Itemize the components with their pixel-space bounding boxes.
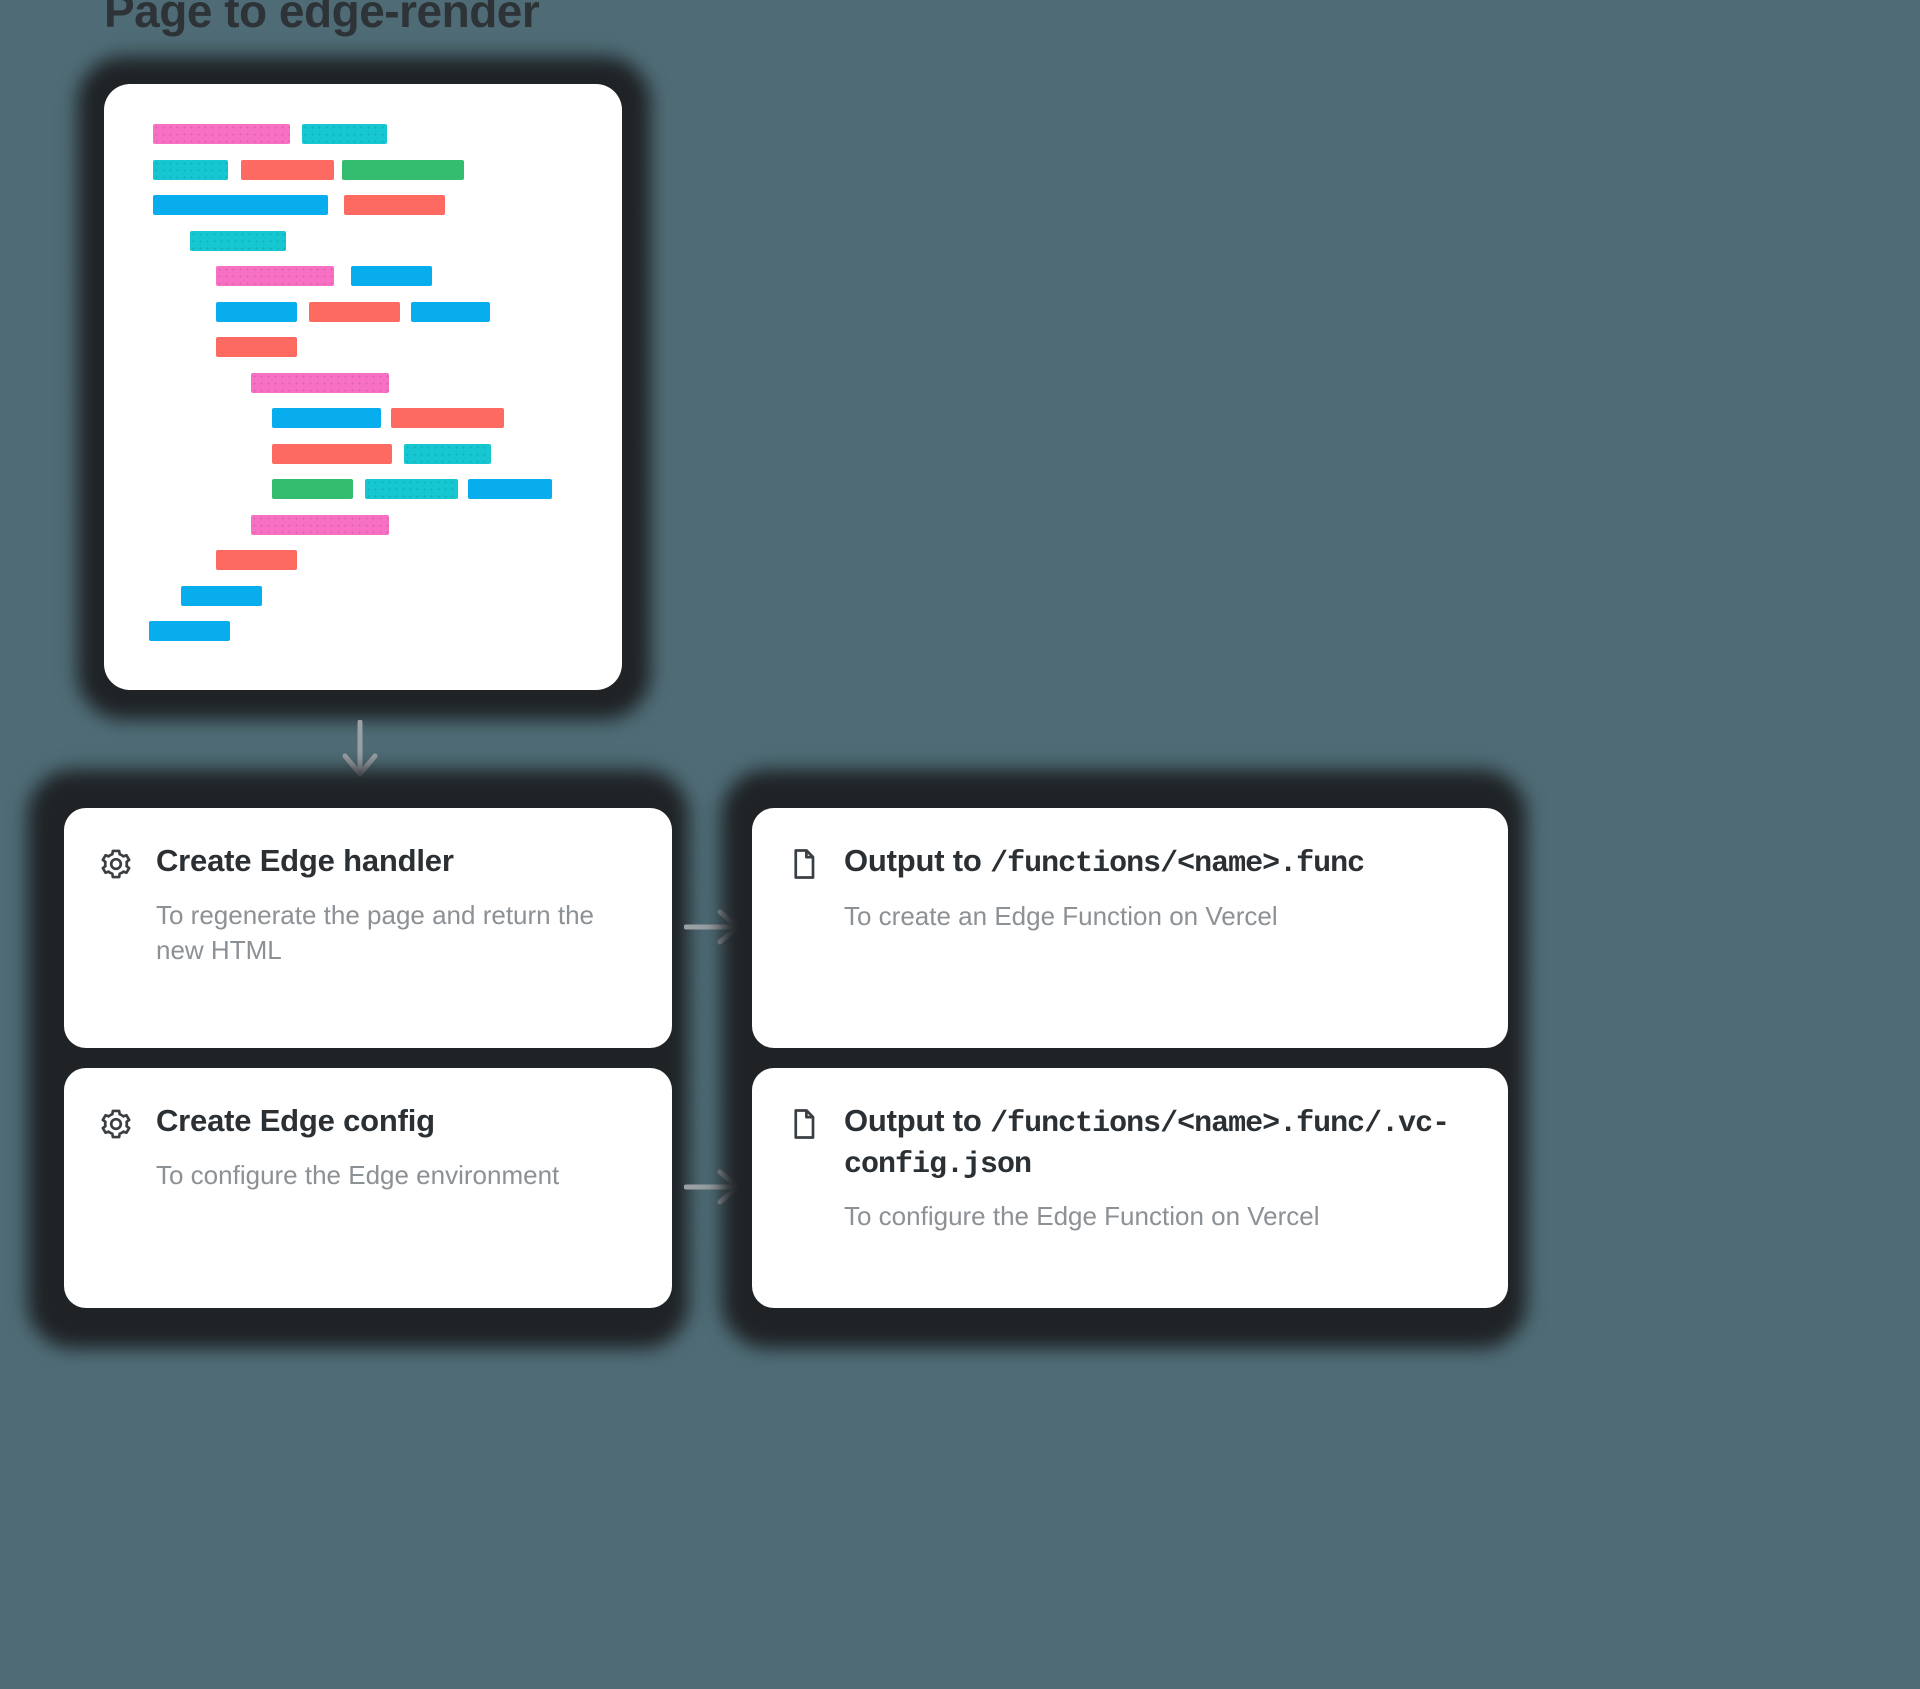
- card-title-prefix: Output to: [844, 1103, 991, 1138]
- code-token: [309, 301, 400, 322]
- code-token: [272, 408, 381, 428]
- code-token: [153, 159, 228, 180]
- code-token: [251, 372, 389, 393]
- code-token: [181, 585, 262, 606]
- card-title-path: /functions/<name>.func: [990, 847, 1365, 881]
- gear-icon: [98, 1106, 134, 1142]
- code-token: [302, 124, 387, 144]
- code-token: [251, 514, 389, 535]
- gear-icon: [98, 846, 134, 882]
- card-create-edge-handler[interactable]: Create Edge handler To regenerate the pa…: [64, 808, 672, 1048]
- card-title-prefix: Output to: [844, 843, 991, 878]
- code-token: [190, 230, 286, 251]
- card-create-edge-config[interactable]: Create Edge config To configure the Edge…: [64, 1068, 672, 1308]
- source-code-preview-card: [104, 84, 622, 690]
- card-subtitle: To regenerate the page and return the ne…: [156, 900, 594, 965]
- code-token: [216, 301, 297, 322]
- card-header: Output to /functions/<name>.func/.vc-con…: [786, 1102, 1468, 1183]
- code-token: [272, 443, 392, 464]
- code-token: [365, 479, 458, 499]
- code-token: [351, 266, 432, 286]
- code-token: [216, 266, 334, 286]
- code-token: [216, 550, 297, 570]
- code-token: [272, 479, 353, 499]
- document-icon: [786, 846, 822, 882]
- card-output-vc-config[interactable]: Output to /functions/<name>.func/.vc-con…: [752, 1068, 1508, 1308]
- code-token: [468, 479, 552, 499]
- card-header: Create Edge config: [98, 1102, 632, 1142]
- card-title: Create Edge config: [156, 1103, 435, 1138]
- card-subtitle: To create an Edge Function on Vercel: [844, 900, 1278, 931]
- document-icon: [786, 1106, 822, 1142]
- code-token: [342, 159, 464, 180]
- code-token: [404, 443, 491, 464]
- card-header: Output to /functions/<name>.func: [786, 842, 1468, 883]
- card-title: Create Edge handler: [156, 843, 454, 878]
- card-output-functions-func[interactable]: Output to /functions/<name>.func To crea…: [752, 808, 1508, 1048]
- code-token: [391, 408, 504, 428]
- code-token: [216, 337, 297, 357]
- card-title: Output to /functions/<name>.func: [844, 842, 1365, 883]
- card-header: Create Edge handler: [98, 842, 632, 882]
- card-subtitle: To configure the Edge Function on Vercel: [844, 1201, 1320, 1232]
- code-token: [153, 195, 328, 215]
- code-token: [153, 124, 290, 144]
- card-title-path: /functions/<name>.func/.vc-config.json: [844, 1107, 1450, 1182]
- code-token: [344, 195, 445, 215]
- code-token: [411, 301, 490, 322]
- card-title: Output to /functions/<name>.func/.vc-con…: [844, 1102, 1468, 1183]
- code-token: [149, 621, 230, 641]
- code-token: [241, 159, 334, 180]
- page-title: Page to edge-render: [104, 0, 540, 37]
- card-subtitle: To configure the Edge environment: [156, 1160, 560, 1190]
